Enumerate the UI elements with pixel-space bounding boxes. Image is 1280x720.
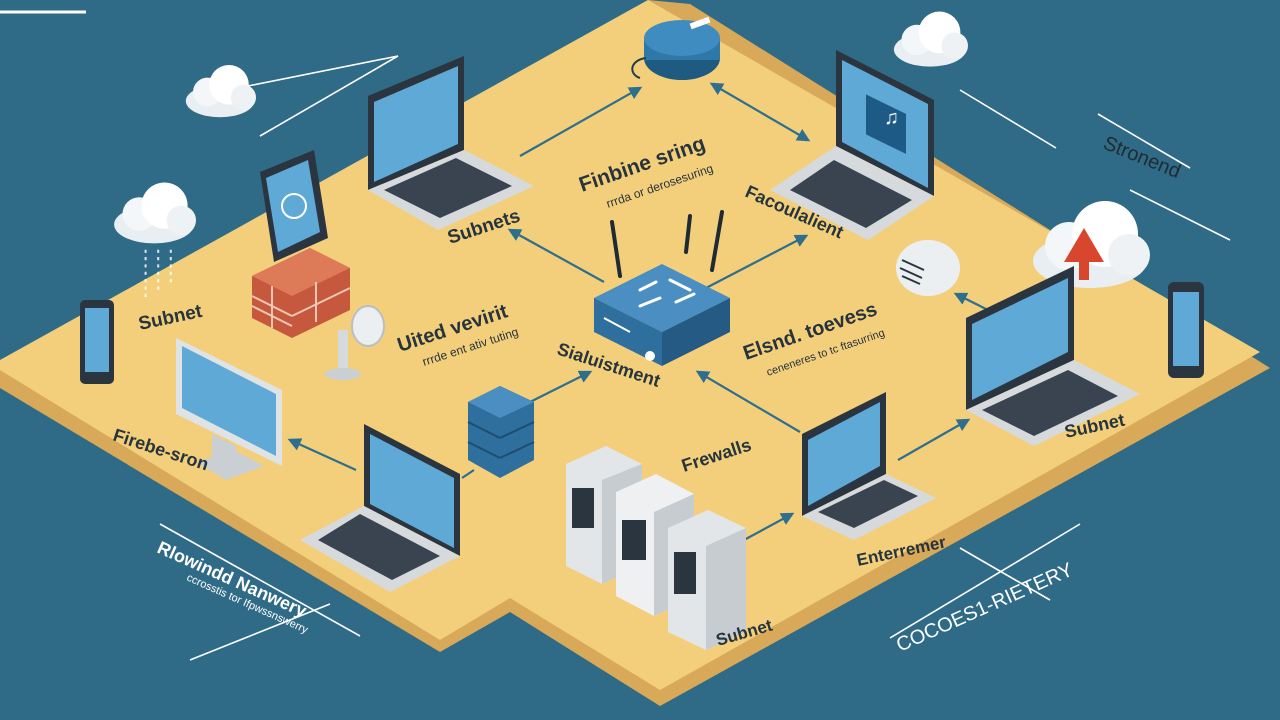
connector-laptop-hub — [519, 86, 643, 157]
connector-servers-laptop — [743, 512, 795, 541]
smartphone-icon — [1168, 282, 1204, 378]
laptop-icon — [300, 424, 460, 592]
connector-laptop-monitor — [287, 438, 357, 472]
cloud-icon — [114, 182, 196, 298]
firewall-brick-icon — [251, 248, 351, 338]
server-tower-icon — [668, 510, 746, 650]
router-icon — [594, 210, 730, 366]
connector-router-device — [705, 234, 809, 289]
laptop-icon: ♫ — [770, 50, 934, 240]
warning-triangle-icon — [1064, 228, 1104, 280]
connector-router-subnets — [507, 228, 605, 283]
smartphone-icon — [80, 300, 114, 384]
desktop-monitor-icon — [176, 338, 282, 480]
connector-server-router — [529, 370, 593, 403]
laptop-icon — [802, 392, 936, 540]
speaker-icon — [896, 240, 960, 296]
connectors — [287, 82, 993, 541]
connector-laptop-right — [897, 418, 971, 461]
music-note-icon: ♫ — [884, 107, 899, 129]
tablet-icon — [260, 150, 328, 262]
laptop-icon — [966, 266, 1140, 446]
laptop-icon — [368, 56, 534, 230]
stacked-server-icon — [467, 386, 535, 478]
connector-laptop-stack — [461, 469, 475, 479]
connector-hub-laptop — [709, 82, 811, 142]
satellite-dish-icon — [325, 305, 385, 380]
connector-router-laptop — [695, 370, 801, 433]
decorative-lines — [159, 55, 1231, 661]
network-hub-icon — [631, 16, 720, 80]
